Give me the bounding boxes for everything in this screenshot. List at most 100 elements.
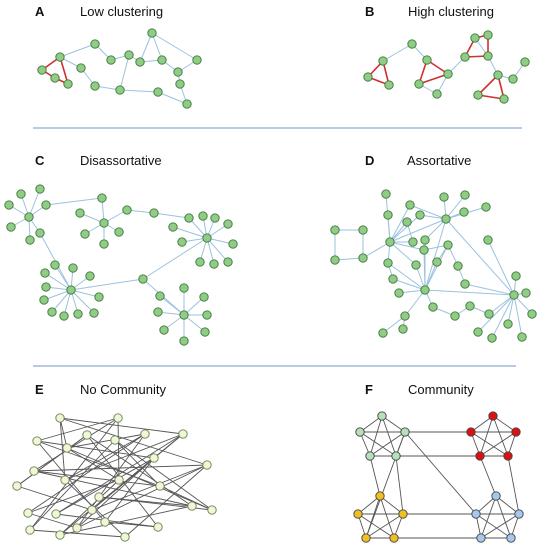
graph-d-node [385, 237, 395, 247]
graph-e-edge [91, 464, 208, 511]
graph-c-node [4, 200, 14, 210]
graph-d-edge [389, 241, 417, 266]
graph-c-edge [206, 237, 229, 263]
graph-d-node [432, 257, 442, 267]
graph-c-edge [45, 197, 103, 206]
graph-f-node [491, 491, 501, 501]
graph-d-edge [488, 294, 515, 315]
graph-c-node [153, 307, 163, 317]
graph-e-node [72, 523, 82, 533]
graph-c-node [138, 274, 148, 284]
graph-c-edge [28, 188, 41, 218]
graph-d-edge [389, 214, 421, 243]
graph-f-edge [381, 415, 406, 433]
graph-f-edge [479, 455, 497, 497]
graph-d-node [420, 285, 430, 295]
graph-b-node [432, 89, 442, 99]
graph-e-edge [16, 434, 88, 487]
graph-a-edge [157, 91, 188, 105]
graph-b-node [460, 52, 470, 62]
graph-b-node [508, 74, 518, 84]
graph-e-node [153, 522, 163, 532]
graph-b-edge [418, 73, 449, 85]
graph-d-edge [387, 262, 426, 291]
graph-e-node [32, 436, 42, 446]
graph-f-edge [357, 513, 395, 539]
graph-f [353, 411, 524, 543]
graph-a-node [124, 50, 134, 60]
graph-d-node [394, 288, 404, 298]
graph-c-node [80, 229, 90, 239]
graph-f-edge [395, 455, 404, 515]
graph-b-node [493, 70, 503, 80]
graph-d-node [419, 245, 429, 255]
graph-c-node [179, 310, 189, 320]
graph-c-node [223, 219, 233, 229]
graph-d-node [484, 309, 494, 319]
graph-d-edge [491, 294, 515, 339]
graph-f-edge [369, 455, 381, 497]
graph-f-node [503, 451, 513, 461]
graph-f-node [355, 427, 365, 437]
graph-f-edge [480, 513, 520, 539]
graph-f-edge [404, 431, 477, 515]
graph-e-node [23, 508, 33, 518]
graph-d-node [503, 319, 513, 329]
graph-e-node [202, 460, 212, 470]
graph-b-node [520, 57, 530, 67]
graph-e-edge [36, 440, 155, 459]
graph-d-node [381, 189, 391, 199]
graph-e-node [62, 443, 72, 453]
graph-f-edge [475, 513, 512, 539]
graph-e-node [187, 501, 197, 511]
graph-b-node [414, 79, 424, 89]
graph-d-edge [389, 218, 447, 243]
graph-e-edge [29, 417, 119, 531]
graph-e-edge [55, 457, 155, 515]
graph-c-node [199, 292, 209, 302]
graph-a-edge [139, 32, 153, 63]
graph-a-node [90, 81, 100, 91]
graph-e-node [12, 481, 22, 491]
graph-c-node [6, 222, 16, 232]
graph-e-edge [16, 485, 93, 511]
graph-a-node [106, 55, 116, 65]
graph-d-node [358, 225, 368, 235]
graph-e-edge [27, 479, 120, 514]
graph-c-node [177, 237, 187, 247]
graph-f-node [488, 411, 498, 421]
graph-e-node [114, 475, 124, 485]
graph-c-node [35, 184, 45, 194]
graph-c-node [198, 211, 208, 221]
graph-a-node [55, 52, 65, 62]
graph-e-edge [66, 433, 146, 449]
graph-e-node [94, 492, 104, 502]
panel-d-letter: D [365, 153, 374, 168]
graph-c-node [223, 257, 233, 267]
graph-c-edge [51, 289, 72, 313]
graph-c-node [155, 291, 165, 301]
graph-c-node [41, 282, 51, 292]
graph-e-node [82, 430, 92, 440]
graph-e-node [51, 509, 61, 519]
graph-e-node [113, 413, 123, 423]
graph-c-node [40, 268, 50, 278]
graph-c-node [73, 309, 83, 319]
graph-d-node [402, 217, 412, 227]
graph-f-edge [365, 513, 404, 539]
graph-b-node [483, 30, 493, 40]
graph-a [37, 28, 202, 109]
graph-f-node [353, 509, 363, 519]
graph-d-node [398, 324, 408, 334]
graph-c-node [114, 227, 124, 237]
graph-a-node [153, 87, 163, 97]
graph-d-node [400, 311, 410, 321]
graph-c-node [149, 208, 159, 218]
graph-d-edge [334, 257, 364, 261]
graph-f-node [398, 509, 408, 519]
graph-a-node [115, 85, 125, 95]
graph-c-edge [54, 264, 72, 291]
graph-a-edge [151, 32, 198, 61]
graph-e-node [149, 453, 159, 463]
